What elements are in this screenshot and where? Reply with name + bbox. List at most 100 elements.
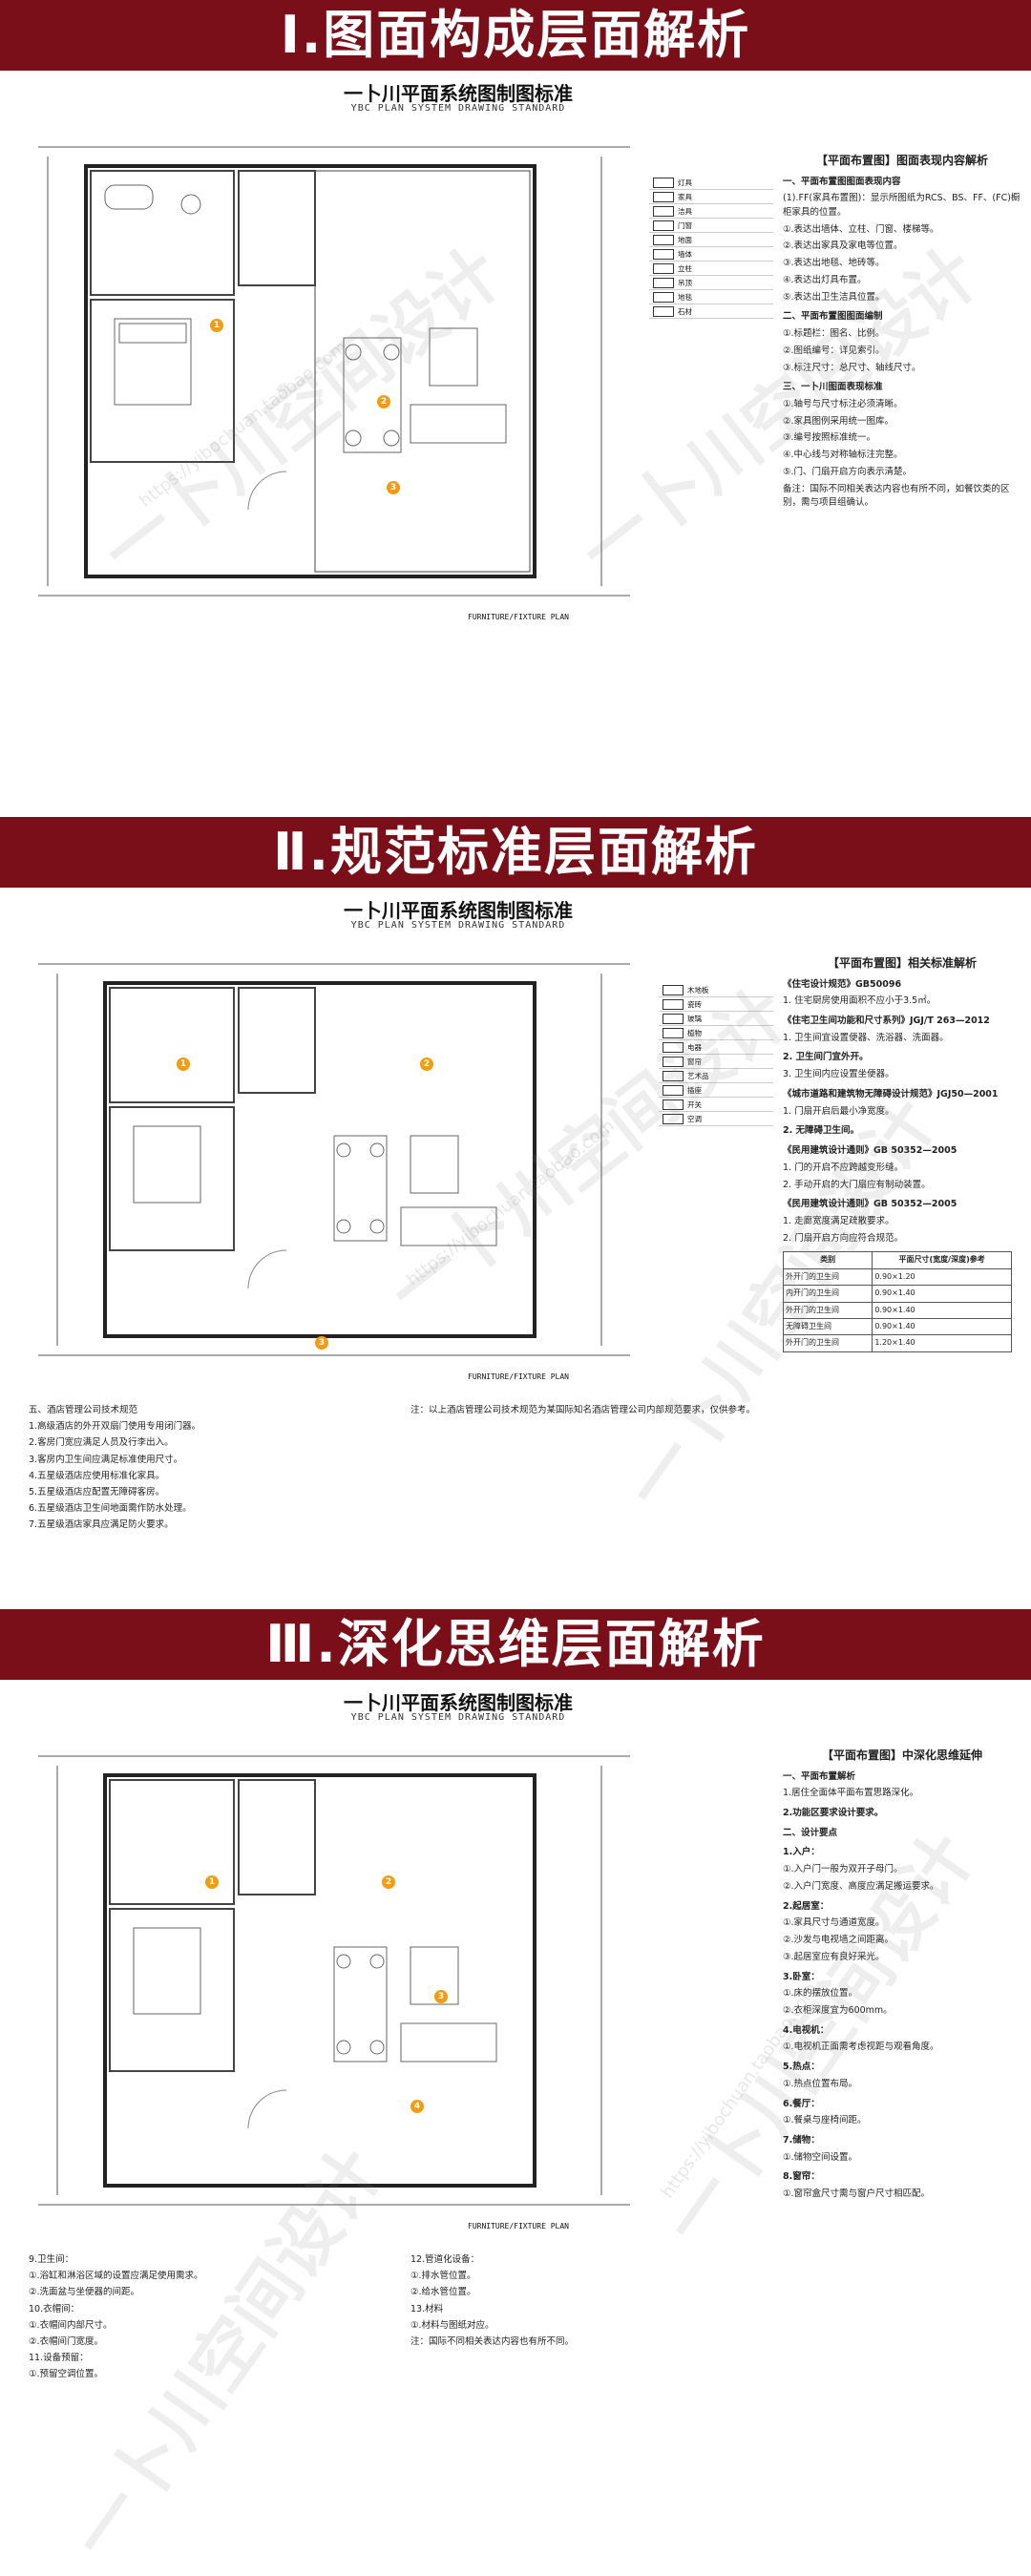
note-line: 注：以上酒店管理公司技术规范为某国际知名酒店管理公司内部规范要求，仅供参考。 xyxy=(410,1405,756,1415)
note-line: ②.表达出家具及家电等位置。 xyxy=(783,241,903,252)
note-line: ②.家具图例采用统一图库。 xyxy=(783,415,894,427)
section-2-banner-text: Ⅱ.规范标准层面解析 xyxy=(272,822,759,882)
section-3-marker-2: 2 xyxy=(382,1875,395,1889)
section-1-notes-title: 【平面布置图】图面表现内容解析 xyxy=(815,154,988,167)
legend-row: 瓷砖 xyxy=(659,997,773,1012)
note-line: 6.五星级酒店卫生间地面需作防水处理。 xyxy=(29,1503,192,1515)
note-line: 2.功能区要求设计要求。 xyxy=(783,1808,884,1819)
section-1-notes: 【平面布置图】图面表现内容解析 一、平面布置图图面表现内容(1).FF(家具布置… xyxy=(783,152,1021,513)
note-line: 一、平面布置解析 xyxy=(783,1770,856,1782)
note-line: ③.标注尺寸：总尺寸、轴线尺寸。 xyxy=(783,362,921,373)
legend-row: 植物 xyxy=(659,1026,773,1040)
section-1-banner-text: Ⅰ.图面构成层面解析 xyxy=(280,5,751,65)
note-line: ②.入户门宽度、高度应满足搬运要求。 xyxy=(783,1880,939,1892)
note-line: 3.卧室： xyxy=(783,1971,820,1982)
legend-row: 门窗 xyxy=(649,219,773,233)
section-1-floor-plan xyxy=(38,146,630,597)
section-2-marker-2: 2 xyxy=(420,1058,433,1071)
note-line: 4.五星级酒店应使用标准化家具。 xyxy=(29,1470,165,1481)
note-line: ①.浴缸和淋浴区域的设置应满足使用需求。 xyxy=(29,2271,203,2282)
legend-row: 玻璃 xyxy=(659,1012,773,1026)
section-2-legend: 木地板 瓷砖 玻璃 植物 电器 窗帘 艺术品 插座 开关 空调 xyxy=(659,983,773,1126)
note-line: 7.储物： xyxy=(783,2134,820,2146)
section-2-sheet: 一卜川平面系统图制图标准 YBC PLAN SYSTEM DRAWING STA… xyxy=(0,888,1031,1609)
table-header-cell: 平面尺寸(宽度/深度)参考 xyxy=(872,1251,1012,1269)
note-line: ⑤.表达出卫生洁具位置。 xyxy=(783,291,885,303)
note-line: ①.床的摆放位置。 xyxy=(783,1988,858,2000)
note-line: 《住宅卫生间功能和尺寸系列》JGJ/T 263—2012 xyxy=(783,1016,990,1027)
section-3-sheet: 一卜川平面系统图制图标准 YBC PLAN SYSTEM DRAWING STA… xyxy=(0,1680,1031,2574)
table-header-cell: 类别 xyxy=(782,1251,873,1269)
note-line: ①.电视机正面需考虑视距与观看角度。 xyxy=(783,2042,939,2053)
note-line: ③.起居室应有良好采光。 xyxy=(783,1951,885,1962)
section-2-subtitle: YBC PLAN SYSTEM DRAWING STANDARD xyxy=(350,920,566,931)
note-line: (1).FF(家具布置图)：显示所图纸为RCS、BS、FF、(FC)橱柜家具的位… xyxy=(783,193,1020,219)
table-cell: 外开门的卫生间 xyxy=(782,1267,873,1287)
legend-row: 洁具 xyxy=(649,204,773,219)
legend-row: 艺术品 xyxy=(659,1069,773,1083)
legend-row: 电器 xyxy=(659,1040,773,1055)
note-line: 2.客房门宽应满足人员及行李出入。 xyxy=(29,1437,174,1449)
note-line: ②.给水管位置。 xyxy=(410,2287,476,2298)
note-line: 1.居住全面体平面布置思路深化。 xyxy=(783,1788,919,1799)
note-line: 五、酒店管理公司技术规范 xyxy=(29,1405,138,1415)
note-line: 注：国际不同相关表达内容也有所不同。 xyxy=(410,2335,575,2347)
table-cell: 外开门的卫生间 xyxy=(782,1301,873,1319)
legend-row: 木地板 xyxy=(659,983,773,997)
legend-row: 墙体 xyxy=(649,247,773,262)
section-1-notes-list: 一、平面布置图图面表现内容(1).FF(家具布置图)：显示所图纸为RCS、BS、… xyxy=(783,176,1021,511)
note-line: ③.编号按照标准统一。 xyxy=(783,432,876,444)
legend-row: 立柱 xyxy=(649,262,773,276)
note-line: 三、一卜川图面表现标准 xyxy=(783,382,883,393)
note-line: ①.材料与图纸对应。 xyxy=(410,2319,494,2331)
section-1-title: 一卜川平面系统图制图标准 xyxy=(344,82,573,105)
section-3-marker-3: 3 xyxy=(434,1990,448,2003)
section-2-floor-plan xyxy=(38,963,630,1356)
section-3-bottom-notes-left: 9.卫生间： ①.浴缸和淋浴区域的设置应满足使用需求。 ②.洗面盆与坐便器的间距。 1… xyxy=(29,2252,391,2384)
note-line: 4.电视机： xyxy=(783,2024,830,2036)
note-line: 11.设备预留： xyxy=(29,2353,89,2364)
section-3-notes-list: 一、平面布置解析 1.居住全面体平面布置思路深化。 2.功能区要求设计要求。二、设计… xyxy=(783,1770,1021,2202)
table-cell: 0.90×1.20 xyxy=(872,1267,1012,1287)
note-line: 9.卫生间： xyxy=(29,2254,74,2265)
note-line: ⑤.门、门扇开启方向表示清楚。 xyxy=(783,466,913,477)
legend-row: 插座 xyxy=(659,1083,773,1098)
note-line: 1. 门扇开启后最小净宽度。 xyxy=(783,1105,894,1117)
section-3-caption: FURNITURE/FIXTURE PLAN xyxy=(468,2222,569,2230)
table-cell: 0.90×1.40 xyxy=(872,1301,1012,1319)
note-line: 1. 住宅厨房使用面积不应小于3.5㎡。 xyxy=(783,995,936,1007)
section-3-banner: Ⅲ.深化思维层面解析 xyxy=(0,1609,1031,1680)
section-3-floor-plan xyxy=(38,1755,630,2206)
note-line: ①.窗帘盒尺寸需与窗户尺寸相匹配。 xyxy=(783,2189,931,2200)
note-line: ②.衣柜深度宜为600mm。 xyxy=(783,2004,893,2016)
note-line: ③.表达出地毯、地砖等。 xyxy=(783,258,885,269)
table-cell: 1.20×1.40 xyxy=(872,1334,1012,1352)
section-2-bottom-notes-right: 注：以上酒店管理公司技术规范为某国际知名酒店管理公司内部规范要求，仅供参考。 xyxy=(410,1403,773,1419)
note-line: 2. 无障碍卫生间。 xyxy=(783,1125,860,1137)
note-line: 1.高级酒店的外开双扇门使用专用闭门器。 xyxy=(29,1421,201,1433)
note-line: 《住宅设计规范》GB50096 xyxy=(783,978,902,990)
legend-row: 开关 xyxy=(659,1098,773,1112)
note-line: 3.客房内卫生间应满足标准使用尺寸。 xyxy=(29,1454,183,1465)
legend-row: 石材 xyxy=(649,304,773,319)
note-line: ①.预留空调位置。 xyxy=(29,2369,104,2380)
note-line: ①.储物空间设置。 xyxy=(783,2151,858,2163)
note-line: 1.入户： xyxy=(783,1847,820,1858)
note-line: 2. 门扇开启方向应符合规范。 xyxy=(783,1232,904,1244)
note-line: ①.标题栏：图名、比例。 xyxy=(783,328,885,340)
legend-row: 家具 xyxy=(649,190,773,204)
note-line: ①.轴号与尺寸标注必须清晰。 xyxy=(783,398,903,409)
note-line: ②.洗面盆与坐便器的间距。 xyxy=(29,2287,140,2298)
note-line: ①.衣帽间内部尺寸。 xyxy=(29,2319,113,2331)
note-line: 二、设计要点 xyxy=(783,1827,838,1838)
note-line: 5.热点： xyxy=(783,2062,820,2073)
note-line: 《民用建筑设计通则》GB 50352—2005 xyxy=(783,1199,957,1210)
note-line: 《城市道路和建筑物无障碍设计规范》JGJ50—2001 xyxy=(783,1088,999,1100)
section-3-marker-4: 4 xyxy=(410,2100,424,2113)
section-1-marker-1: 1 xyxy=(210,319,223,332)
